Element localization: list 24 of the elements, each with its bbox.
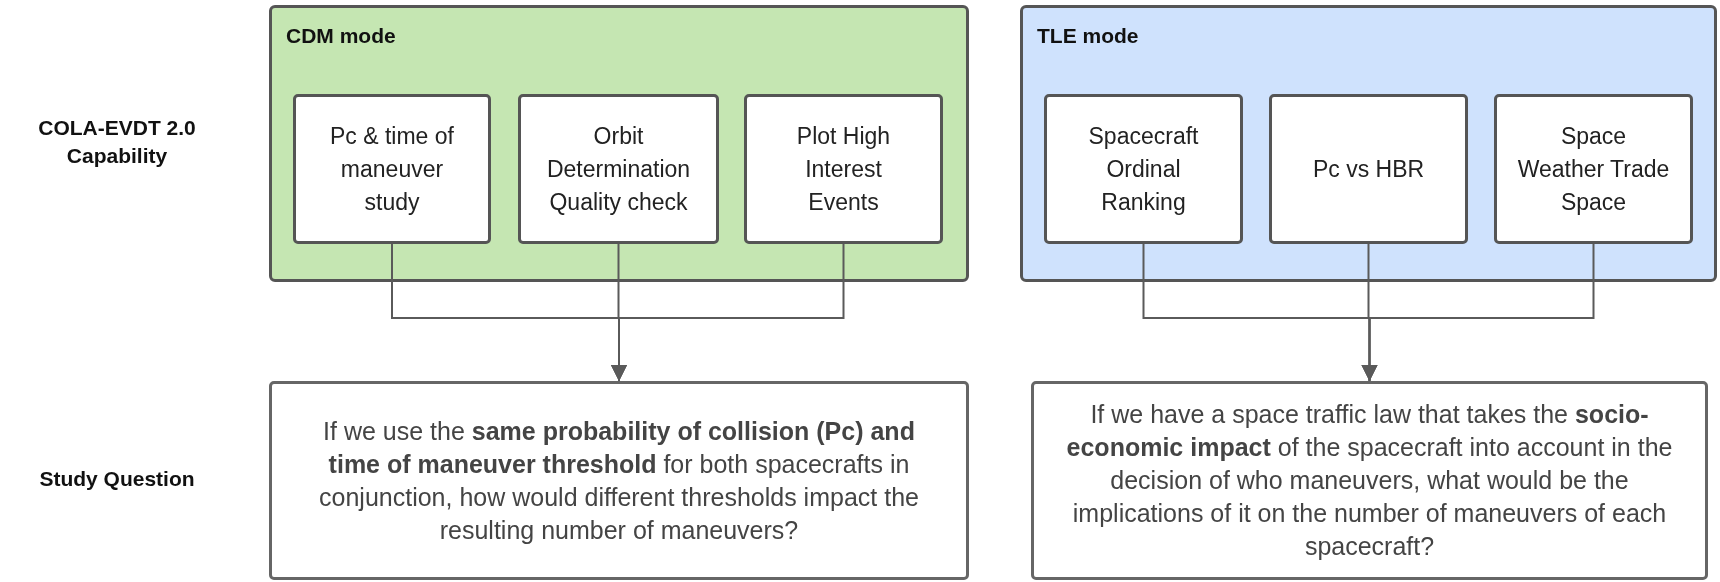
capability-text: Spacecraft Ordinal Ranking [1087,121,1200,217]
capability-text: Orbit Determination Quality check [545,121,692,217]
question-text: If we have a space traffic law that takes the socio-economic impact of the spacecraft into account in the decision of who maneuvers, what would be the implications of it on the number of maneuvers of each spacecraft? [1065,399,1674,562]
row-label: COLA-EVDT 2.0 Capability [37,115,197,169]
connector-arrow [611,243,845,382]
connector-arrow [1361,243,1595,382]
capability-text: Space Weather Trade Space [1517,121,1670,217]
question-text: If we use the same probability of collision (Pc) and time of maneuver threshold for both spacecrafts in conjunction, how would different thresholds impact the resulting number of maneuvers? [318,415,920,546]
mode-panel [269,5,969,282]
capability-box [1269,94,1468,244]
capability-box [293,94,491,244]
capability-box [1494,94,1693,244]
question-box [269,381,969,580]
panel-heading: TLE mode [1037,23,1139,49]
capability-text: Pc vs HBR [1312,154,1425,184]
capability-box [518,94,719,244]
capability-box [744,94,943,244]
question-box [1031,381,1708,580]
mode-panel [1020,5,1717,282]
row-label: Study Question [38,466,196,492]
capability-text: Plot High Interest Events [795,121,892,217]
capability-text: Pc & time of maneuver study [329,121,455,217]
capability-box [1044,94,1243,244]
panel-heading: CDM mode [286,23,396,49]
